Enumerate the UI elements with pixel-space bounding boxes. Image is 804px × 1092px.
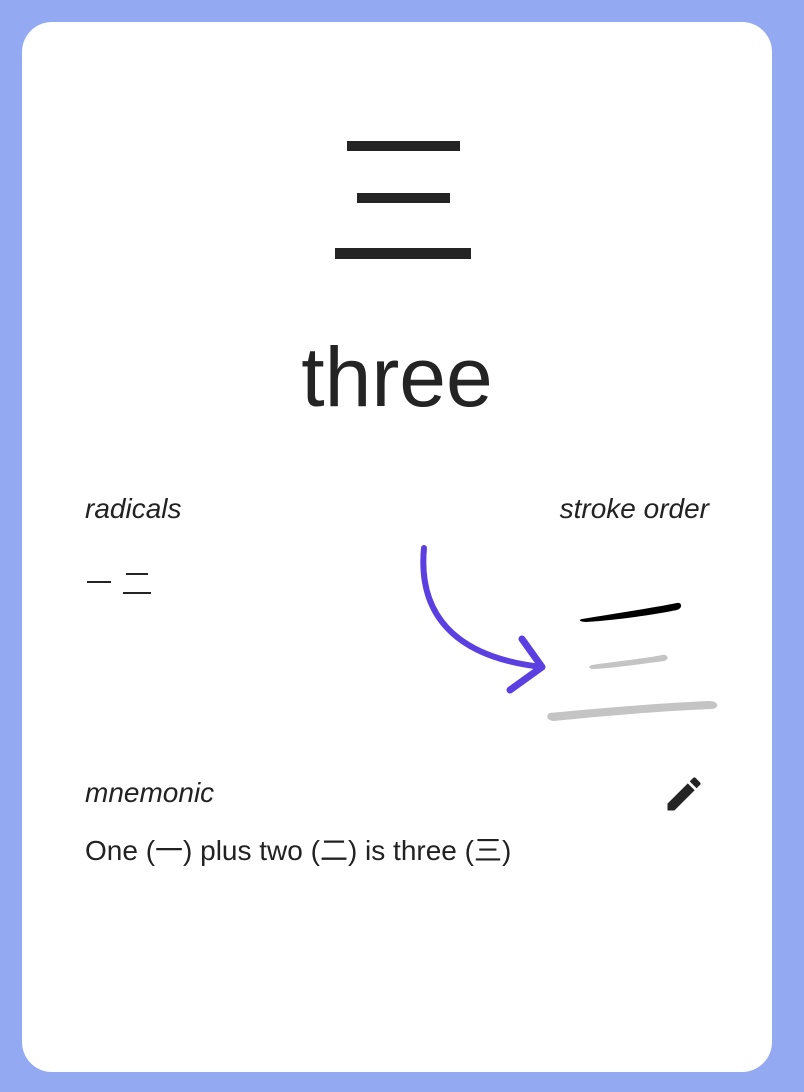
stroke-order-stroke-3: [547, 701, 718, 721]
mnemonic-text: One (一) plus two (二) is three (三): [85, 835, 512, 866]
mnemonic-label: mnemonic: [85, 777, 215, 808]
meaning-text: three: [301, 330, 493, 424]
stroke-order-diagram: [547, 602, 718, 721]
flashcard: 三 three radicals stroke order 一 二 mnemon…: [22, 22, 772, 1072]
kanji-stroke-2: [357, 193, 450, 203]
kanji-stroke-3: [335, 248, 471, 259]
edit-mnemonic-button[interactable]: [662, 772, 706, 816]
radicals-list: 一 二: [87, 573, 151, 594]
radicals-label: radicals: [85, 493, 182, 524]
stroke-order-stroke-2: [589, 654, 668, 669]
arrow-icon: [420, 545, 546, 694]
pencil-icon: [667, 777, 701, 811]
kanji-glyph: 三: [335, 141, 471, 259]
radical-two: 二: [123, 573, 151, 594]
kanji-stroke-1: [347, 141, 460, 151]
radical-one: 一: [87, 581, 111, 583]
stroke-order-stroke-1: [579, 602, 682, 622]
stroke-order-label: stroke order: [559, 493, 709, 524]
